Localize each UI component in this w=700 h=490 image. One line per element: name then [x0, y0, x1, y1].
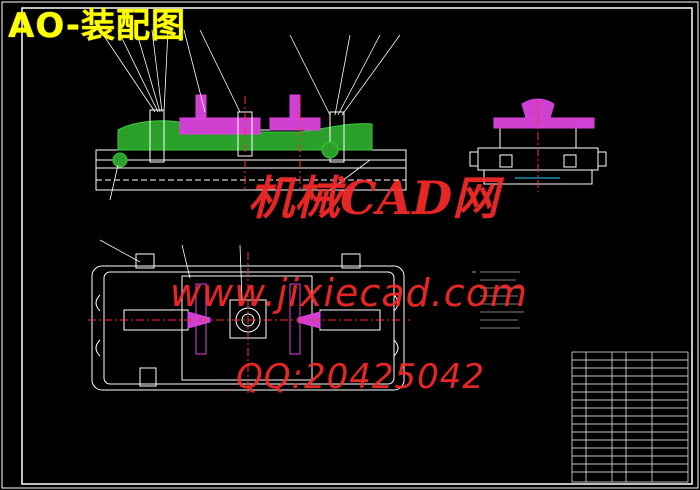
magenta-jaw-left [179, 117, 261, 135]
top-view-leaders [99, 239, 243, 301]
top-base-outline [91, 265, 405, 391]
drawing-title: AO-装配图 [8, 6, 186, 46]
side-view [469, 98, 607, 192]
side-magenta-bar [493, 117, 585, 129]
watermark-url: www.jixiecad.com [170, 271, 528, 315]
base-body [95, 167, 407, 191]
top-view-handle-left [135, 253, 155, 269]
technical-notes [472, 271, 524, 329]
inner-frame [21, 7, 693, 485]
watermark-qq: QQ:20425042 [236, 357, 486, 397]
watermark-site-name: 机械CAD网 [248, 171, 499, 225]
magenta-jaw-right [269, 117, 321, 131]
base-plate [95, 149, 407, 169]
front-view-leaders [99, 29, 401, 201]
parts-list-table [571, 351, 689, 483]
top-view-handle-right [341, 253, 361, 269]
bolt-right [329, 111, 345, 163]
